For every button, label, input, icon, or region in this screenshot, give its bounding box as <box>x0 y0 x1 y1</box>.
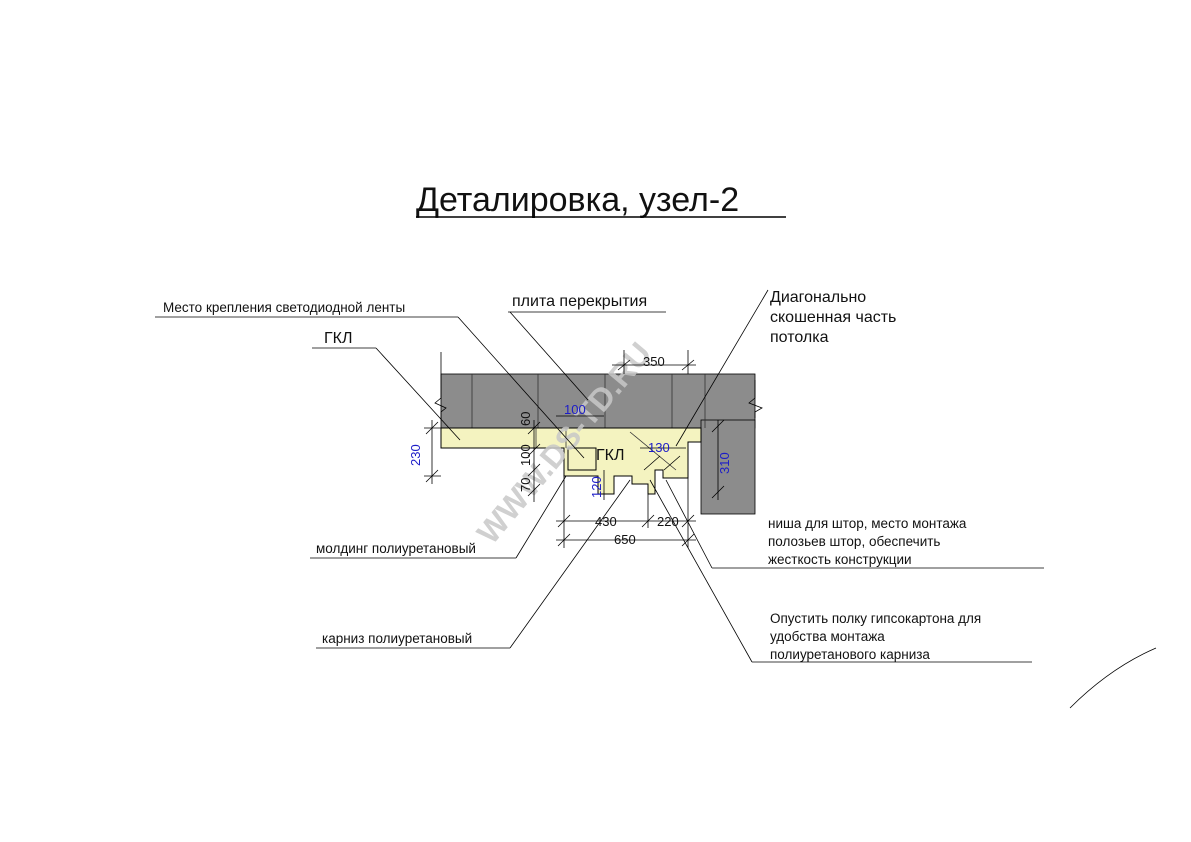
svg-text:70: 70 <box>518 478 533 492</box>
label-lower-1: Опустить полку гипсокартона для <box>770 611 981 626</box>
label-gkl-top: ГКЛ <box>324 330 352 347</box>
gkl-profile <box>440 427 702 495</box>
dimension-bottom: 430 220 650 <box>556 476 696 548</box>
label-diagonal-2: скошенная часть <box>770 309 896 326</box>
svg-text:310: 310 <box>717 452 732 474</box>
dimension-100-blue: 100 <box>556 402 604 417</box>
corner-arc <box>1069 647 1157 709</box>
svg-text:100: 100 <box>518 444 533 466</box>
label-cornice: карниз полиуретановый <box>322 631 472 646</box>
svg-text:220: 220 <box>657 514 679 529</box>
dimension-130: 130 <box>640 440 686 471</box>
label-molding: молдинг полиуретановый <box>316 541 476 556</box>
svg-text:100: 100 <box>564 402 586 417</box>
label-gkl-inner: ГКЛ <box>596 447 624 464</box>
svg-text:350: 350 <box>643 354 665 369</box>
svg-text:120: 120 <box>589 476 604 498</box>
dimension-310: 310 <box>711 419 732 500</box>
svg-text:430: 430 <box>595 514 617 529</box>
dimension-120: 120 <box>589 470 605 500</box>
svg-text:60: 60 <box>518 412 533 426</box>
label-diagonal-1: Диагонально <box>770 289 866 306</box>
label-slab: плита перекрытия <box>512 293 647 310</box>
svg-text:650: 650 <box>614 532 636 547</box>
label-niche-3: жесткость конструкции <box>768 552 912 567</box>
label-led-mount: Место крепления светодиодной ленты <box>163 300 405 315</box>
svg-text:130: 130 <box>648 440 670 455</box>
label-niche-2: полозьев штор, обеспечить <box>768 534 940 549</box>
label-lower-2: удобства монтажа <box>770 629 885 644</box>
svg-text:230: 230 <box>408 444 423 466</box>
dimension-stack-left: 60 100 70 <box>518 412 541 502</box>
drawing-title: Деталировка, узел-2 <box>416 181 739 219</box>
label-lower-3: полиуретанового карниза <box>770 647 930 662</box>
label-niche-1: ниша для штор, место монтажа <box>768 516 967 531</box>
label-diagonal-3: потолка <box>770 329 829 346</box>
dimension-230: 230 <box>408 420 441 484</box>
dimension-350: 350 <box>612 350 696 374</box>
